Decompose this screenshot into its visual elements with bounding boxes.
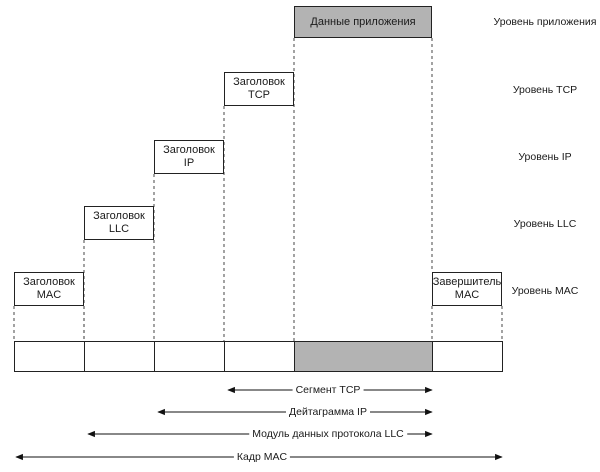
span-label-ip-datagram: Дейтаграмма IP: [286, 406, 370, 418]
frame-cell-llc-header: [84, 341, 155, 372]
level-label-tcp: Уровень TCP: [512, 84, 578, 96]
frame-cell-tcp-header: [224, 341, 295, 372]
frame-cell-mac-header: [14, 341, 85, 372]
level-label-llc: Уровень LLC: [513, 218, 577, 230]
mac-header-block: Заголовок MAC: [14, 272, 84, 306]
ip-header-block: Заголовок IP: [154, 140, 224, 174]
span-label-mac-frame: Кадр MAC: [233, 451, 291, 463]
span-label-tcp-segment: Сегмент TCP: [292, 384, 364, 396]
app-data-block: Данные приложения: [294, 6, 432, 38]
tcp-header-block: Заголовок TCP: [224, 72, 294, 106]
level-label-mac: Уровень MAC: [511, 285, 579, 297]
span-label-llc-pdu: Модуль данных протокола LLC: [249, 428, 407, 440]
frame-cell-mac-trailer: [432, 341, 503, 372]
llc-header-block: Заголовок LLC: [84, 206, 154, 240]
frame-cell-app-data: [294, 341, 433, 372]
frame-cell-ip-header: [154, 341, 225, 372]
level-label-ip: Уровень IP: [518, 151, 572, 163]
mac-trailer-block: Завершитель MAC: [432, 272, 502, 306]
level-label-application: Уровень приложения: [493, 16, 597, 28]
